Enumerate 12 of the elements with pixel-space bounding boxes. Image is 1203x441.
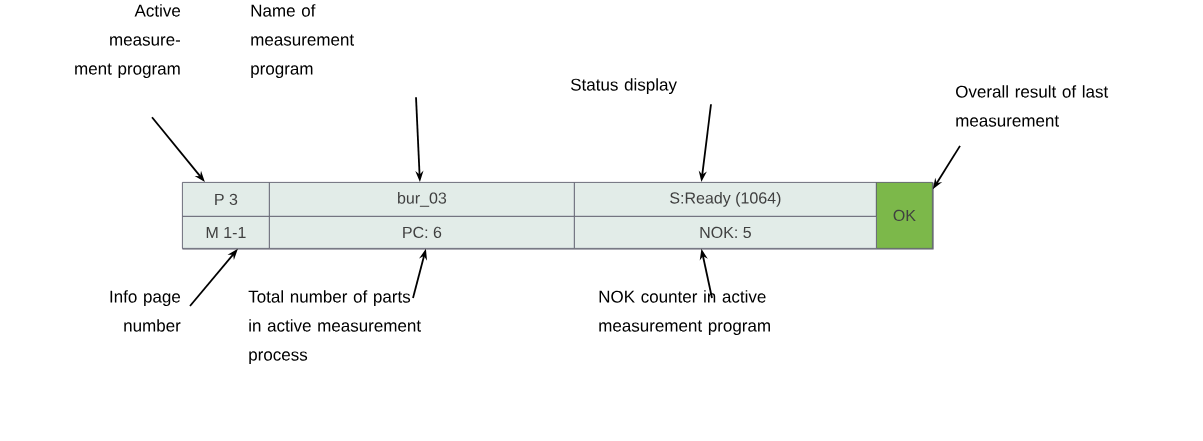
callout-text: NOK counter in active measurement program	[599, 290, 770, 336]
result-cell: OK	[876, 182, 933, 249]
display-cell: M 1-1	[182, 216, 270, 249]
callout-text: Total number of parts in active measurement process	[248, 290, 421, 365]
display-cell: NOK: 5	[574, 216, 877, 249]
callout-text: Overall result of last measurement	[956, 85, 1109, 127]
callout-text: Name of measurement program	[251, 4, 354, 79]
display-cell: P 3	[182, 182, 270, 217]
callout-text: Info page number	[110, 290, 181, 332]
display-cell: S:Ready (1064)	[574, 182, 877, 217]
callout-text: Active measure-ment program	[75, 4, 181, 79]
callout-text: Status display	[570, 78, 677, 95]
